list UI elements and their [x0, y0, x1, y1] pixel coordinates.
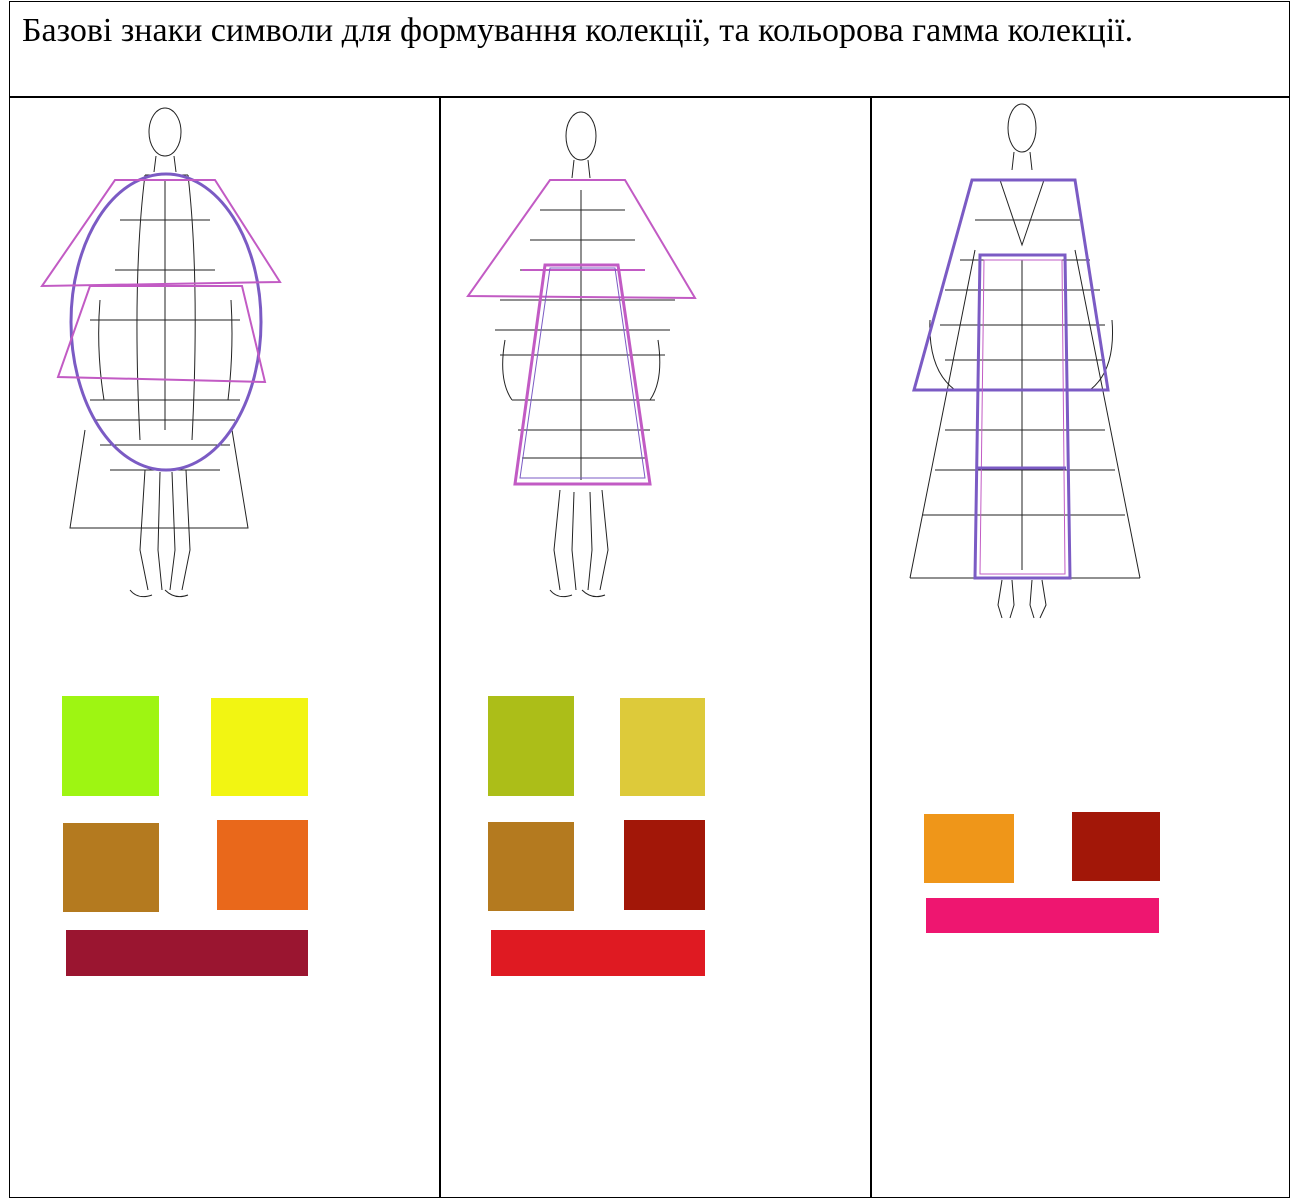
color-swatch — [217, 820, 308, 910]
color-swatch — [488, 822, 574, 911]
color-swatch — [926, 898, 1159, 933]
rectangle-silhouette-figure — [880, 100, 1290, 660]
column-divider-2 — [870, 96, 872, 1198]
table-header-title: Базові знаки символи для формування коле… — [22, 12, 1133, 50]
color-swatch — [924, 814, 1014, 883]
header-divider — [9, 96, 1290, 98]
color-swatch — [1072, 812, 1160, 881]
color-swatch — [620, 698, 705, 796]
oval-silhouette-figure — [20, 100, 440, 620]
color-swatch — [63, 823, 159, 912]
trapezoid-silhouette-figure — [450, 100, 870, 620]
color-swatch — [488, 696, 574, 796]
color-swatch — [211, 698, 308, 796]
color-swatch — [66, 930, 308, 976]
color-swatch — [624, 820, 705, 910]
color-swatch — [62, 696, 159, 796]
color-swatch — [491, 930, 705, 976]
